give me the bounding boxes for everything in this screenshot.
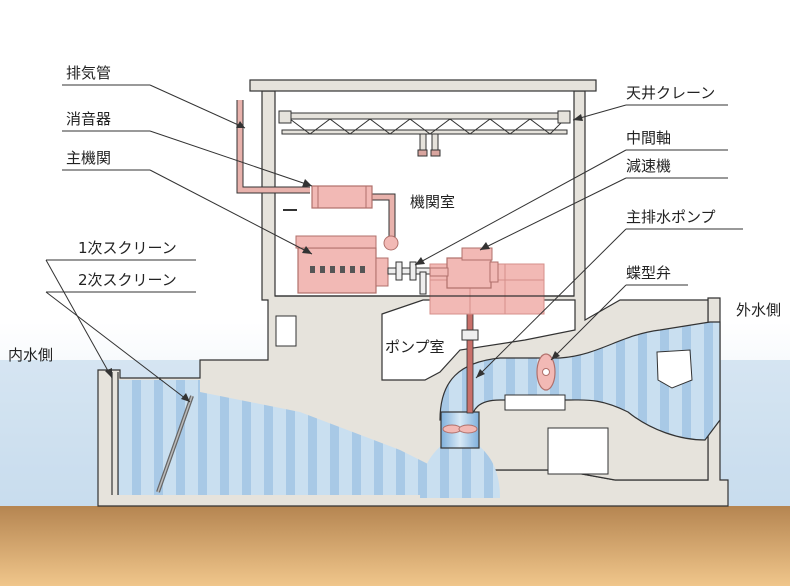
secondary-screen-label: 2次スクリーン (78, 271, 177, 289)
exhaust-pipe (236, 100, 396, 240)
ground (0, 506, 790, 586)
intermediate-shaft-label: 中間軸 (626, 129, 671, 147)
reducer (429, 247, 499, 289)
engine-room-label: 機関室 (410, 193, 455, 211)
inner-water-side-label: 内水側 (8, 346, 53, 364)
pump-room-label: ポンプ室 (385, 338, 445, 356)
opening-right (656, 349, 693, 389)
ceiling-crane-label: 天井クレーン (626, 84, 715, 102)
intake-channel-water (118, 380, 430, 495)
discharge-conduit (439, 321, 721, 441)
main-engine (295, 235, 399, 294)
main-pump-label: 主排水ポンプ (626, 208, 716, 226)
suction-bell-water (420, 445, 500, 498)
silencer-label: 消音器 (66, 110, 111, 128)
exhaust-pipe-label: 排気管 (66, 64, 111, 82)
main-engine-label: 主機関 (66, 149, 111, 167)
butterfly-valve-label: 蝶型弁 (626, 264, 671, 282)
opening-lower (547, 427, 609, 475)
opening-mid (504, 394, 566, 411)
outer-water-side-label: 外水側 (736, 301, 781, 319)
impeller-blade (442, 424, 462, 434)
roof (249, 79, 597, 92)
silencer (311, 185, 373, 209)
opening-left (275, 315, 297, 347)
ceiling-crane (278, 110, 571, 157)
shaft-coupling (461, 329, 479, 341)
primary-screen-label: 1次スクリーン (78, 239, 177, 257)
reducer-label: 減速機 (626, 157, 671, 175)
